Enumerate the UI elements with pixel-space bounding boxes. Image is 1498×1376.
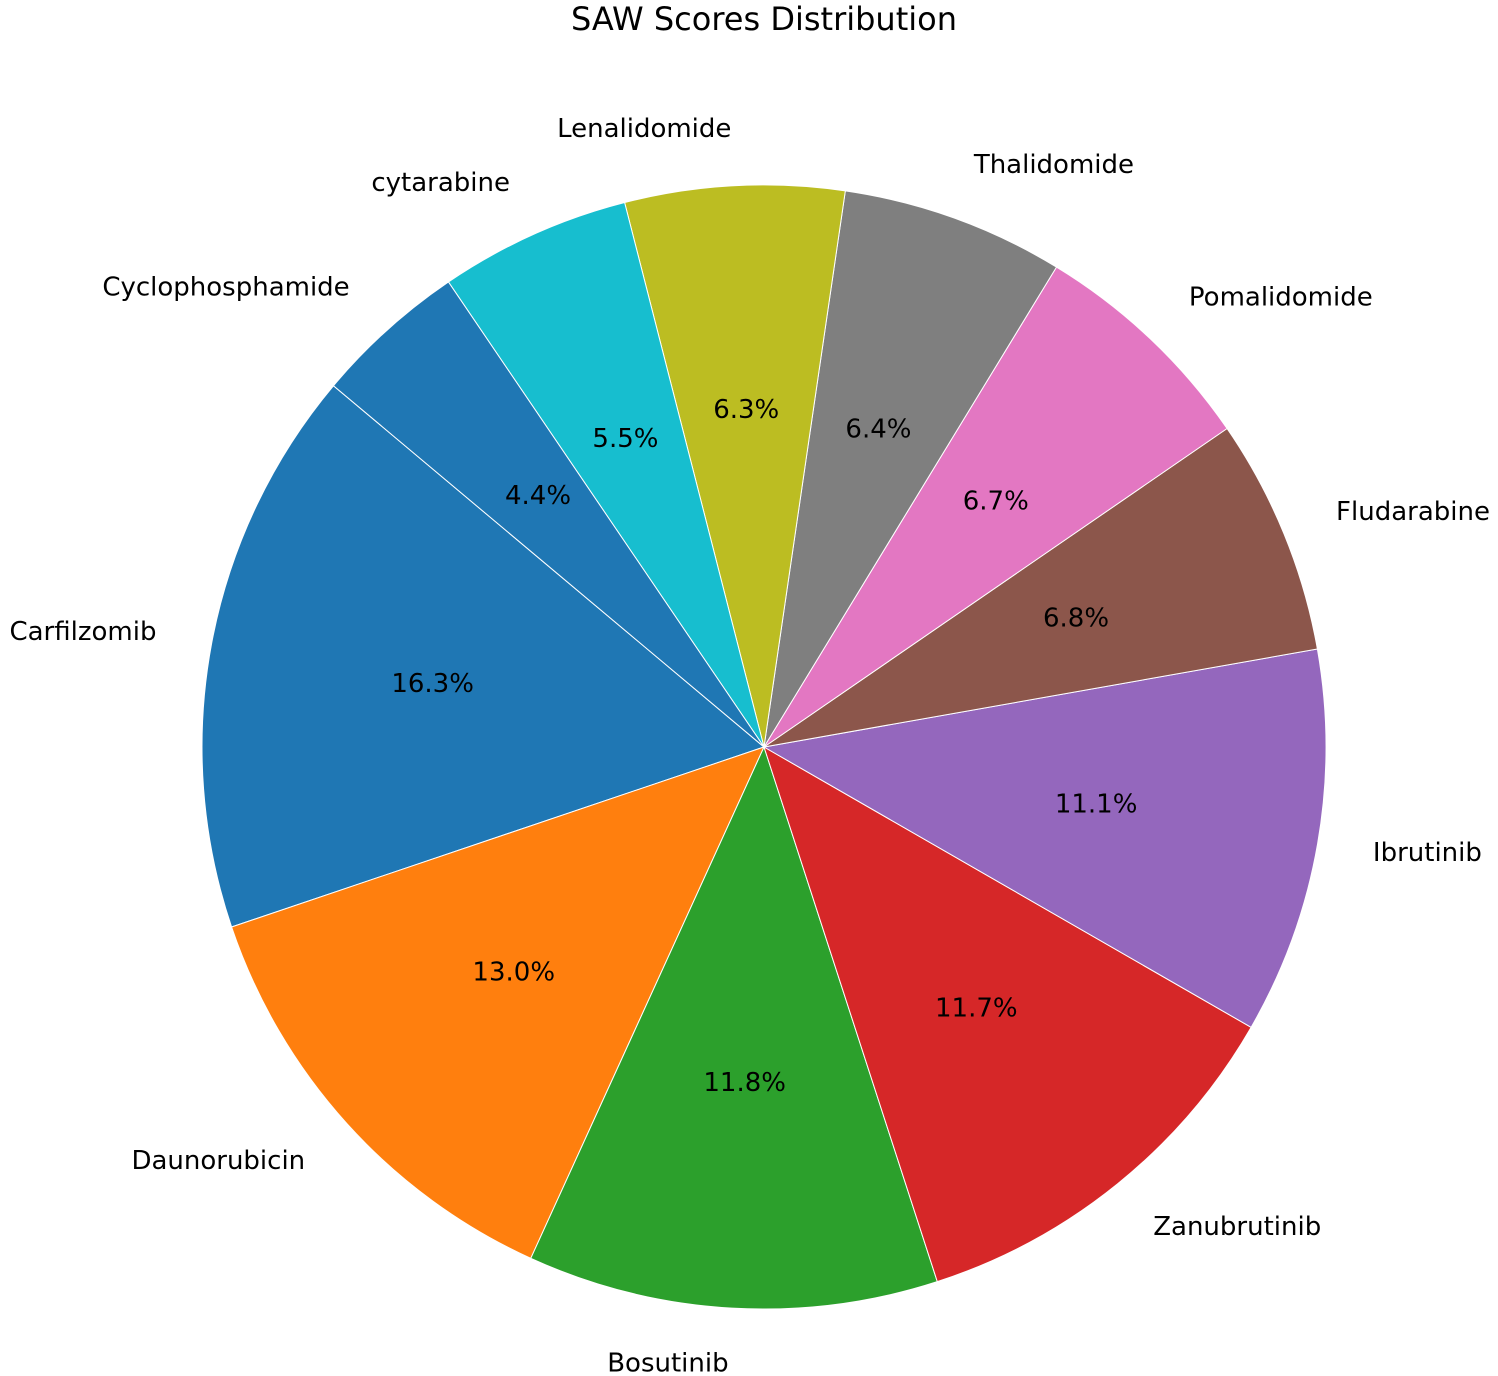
category-label-zanubrutinib: Zanubrutinib bbox=[1153, 1212, 1321, 1242]
chart-title: SAW Scores Distribution bbox=[571, 0, 957, 38]
percent-label-carfilzomib: 16.3% bbox=[391, 669, 474, 699]
pie-slice-fludarabine bbox=[763, 427, 1318, 748]
percent-label-bosutinib: 11.8% bbox=[703, 1068, 786, 1098]
pie-slices bbox=[201, 184, 1327, 1310]
pie-slice-thalidomide bbox=[763, 190, 1058, 748]
category-label-cytarabine: cytarabine bbox=[371, 168, 510, 198]
category-label-pomalidomide: Pomalidomide bbox=[1189, 282, 1373, 312]
category-label-ibrutinib: Ibrutinib bbox=[1373, 838, 1482, 868]
pie-slice-bosutinib bbox=[530, 745, 938, 1310]
percent-label-fludarabine: 6.8% bbox=[1043, 604, 1109, 634]
percent-label-cytarabine: 5.5% bbox=[592, 424, 658, 454]
percent-label-lenalidomide: 6.3% bbox=[713, 395, 779, 425]
percent-labels: 16.3% 13.0% 11.8% 11.7% 11.1% 6.8% 6.7% 6.4% 6.3… bbox=[391, 395, 1137, 1098]
pie-slice-daunorubicin bbox=[230, 746, 765, 1259]
category-label-lenalidomide: Lenalidomide bbox=[557, 114, 731, 144]
pie-slice-pomalidomide bbox=[763, 266, 1228, 748]
percent-label-thalidomide: 6.4% bbox=[845, 414, 911, 444]
category-label-cyclophosphamide: Cyclophosphamide bbox=[102, 273, 349, 303]
pie-slice-cytarabine bbox=[447, 201, 765, 748]
percent-label-pomalidomide: 6.7% bbox=[963, 487, 1029, 517]
percent-label-daunorubicin: 13.0% bbox=[472, 957, 555, 987]
category-label-bosutinib: Bosutinib bbox=[607, 1349, 728, 1376]
category-label-thalidomide: Thalidomide bbox=[973, 150, 1134, 180]
category-label-fludarabine: Fludarabine bbox=[1336, 497, 1490, 527]
pie-slice-cyclophosphamide bbox=[332, 281, 765, 748]
pie-slice-ibrutinib bbox=[762, 648, 1327, 1029]
pie-slice-lenalidomide bbox=[624, 184, 846, 748]
percent-label-zanubrutinib: 11.7% bbox=[935, 993, 1018, 1023]
percent-label-ibrutinib: 11.1% bbox=[1055, 790, 1138, 820]
pie-slice-carfilzomib bbox=[201, 385, 766, 928]
category-label-daunorubicin: Daunorubicin bbox=[131, 1146, 305, 1176]
category-label-carfilzomib: Carfilzomib bbox=[9, 617, 156, 647]
pie-slice-zanubrutinib bbox=[763, 745, 1252, 1283]
percent-label-cyclophosphamide: 4.4% bbox=[505, 481, 571, 511]
